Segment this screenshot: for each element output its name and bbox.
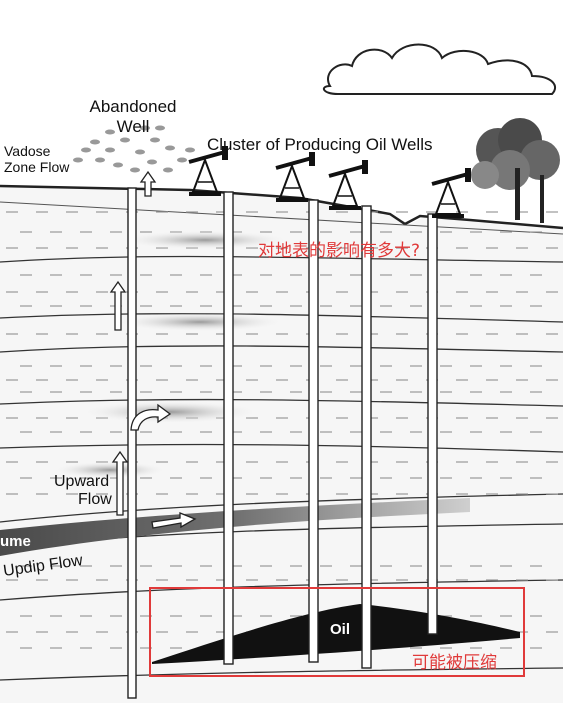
- abandoned-well-label-2: Well: [117, 117, 150, 136]
- surface-impact-question: 对地表的影响有多大?: [258, 241, 420, 261]
- pumpjack-icon: [276, 152, 315, 202]
- cloud-icon: [324, 45, 555, 95]
- vadose-label-2: Zone Flow: [4, 159, 70, 175]
- tree-icon: [471, 118, 560, 223]
- cluster-label: Cluster of Producing Oil Wells: [207, 135, 433, 154]
- pumpjack-icon: [329, 160, 368, 210]
- plume-label: ume: [0, 533, 31, 550]
- vadose-label-1: Vadose: [4, 143, 51, 159]
- abandoned-well-casing: [128, 188, 136, 698]
- oil-label: Oil: [330, 621, 350, 638]
- compression-note: 可能被压缩: [412, 653, 497, 673]
- pumpjack-icon: [432, 168, 471, 218]
- upward-flow-label-2: Flow: [78, 491, 112, 508]
- upward-flow-label-1: Upward: [54, 473, 109, 490]
- abandoned-well-label-1: Abandoned: [90, 97, 177, 116]
